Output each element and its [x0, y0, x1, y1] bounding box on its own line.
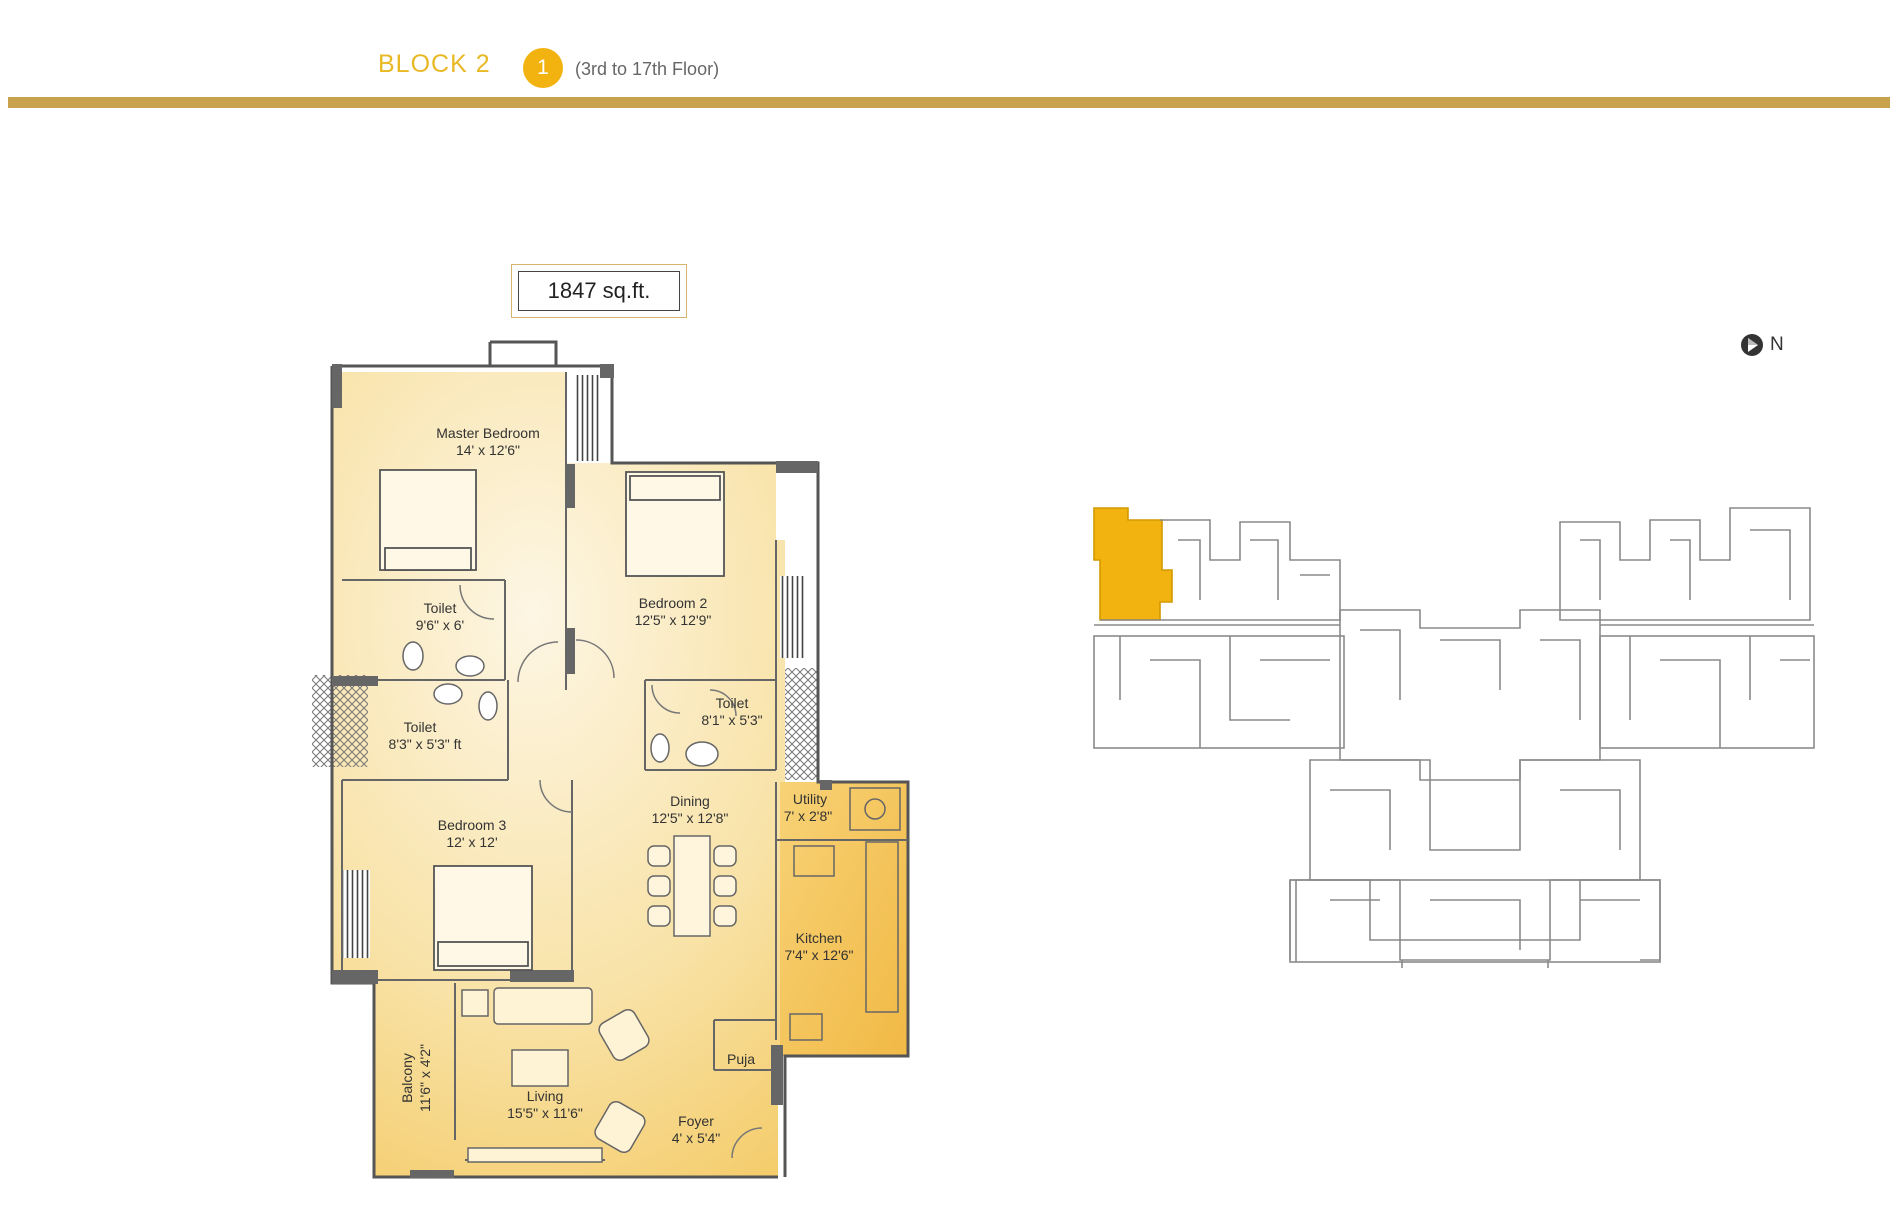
dining-table [647, 835, 737, 937]
foyer-size: 4' x 5'4" [672, 1130, 720, 1146]
foyer-name: Foyer [678, 1113, 714, 1129]
header: BLOCK 2 1 (3rd to 17th Floor) [0, 0, 1898, 110]
toilet-left-name: Toilet [404, 719, 437, 735]
living-furniture [461, 987, 650, 1163]
bedroom3-size: 12' x 12' [446, 834, 497, 850]
toilet-master-name: Toilet [424, 600, 457, 616]
key-plan [1093, 507, 1815, 968]
balcony-name: Balcony [399, 1053, 415, 1103]
utility-name: Utility [793, 791, 827, 807]
window-bedroom3 [342, 870, 370, 958]
apartment-floor [332, 372, 908, 1177]
door-swings [459, 584, 763, 1159]
bed-master [379, 469, 477, 571]
toilet-fixtures [402, 641, 719, 767]
master-bedroom-name: Master Bedroom [436, 425, 539, 441]
bed-2 [625, 471, 725, 577]
toilet-master-size: 9'6" x 6' [416, 617, 464, 633]
toilet-right-name: Toilet [716, 695, 749, 711]
north-compass-icon [1741, 334, 1763, 356]
bedroom2-size: 12'5" x 12'9" [635, 612, 712, 628]
interior-walls [341, 372, 908, 1161]
bedroom3-name: Bedroom 3 [438, 817, 507, 833]
toilet-left-size: 8'3" x 5'3" ft [389, 736, 462, 752]
kitchen-counter [789, 787, 901, 1041]
room-labels: Master Bedroom 14' x 12'6" Bedroom 2 12'… [389, 425, 854, 1146]
shaft-right [785, 668, 817, 780]
puja-name: Puja [727, 1051, 755, 1067]
bedroom2-name: Bedroom 2 [639, 595, 708, 611]
living-name: Living [527, 1088, 564, 1104]
area-value: 1847 sq.ft. [518, 271, 680, 311]
unit-number-badge: 1 [523, 48, 563, 88]
kitchen-size: 7'4" x 12'6" [785, 947, 854, 963]
window-bedroom2 [780, 576, 806, 658]
shaft-left [312, 675, 368, 767]
highlighted-unit [1093, 507, 1173, 621]
north-indicator: N [1740, 333, 1784, 357]
master-bedroom-size: 14' x 12'6" [456, 442, 520, 458]
living-size: 15'5" x 11'6" [507, 1105, 583, 1121]
north-label: N [1770, 334, 1784, 355]
block-title: BLOCK 2 [378, 50, 491, 78]
floor-range: (3rd to 17th Floor) [575, 59, 720, 79]
window-master [574, 375, 600, 461]
dining-name: Dining [670, 793, 710, 809]
bed-3 [433, 865, 533, 971]
kitchen-name: Kitchen [796, 930, 843, 946]
header-divider [8, 97, 1890, 108]
balcony-size: 11'6" x 4'2" [417, 1044, 433, 1112]
dining-size: 12'5" x 12'8" [652, 810, 729, 826]
toilet-right-size: 8'1" x 5'3" [701, 712, 762, 728]
area-label-box: 1847 sq.ft. [511, 264, 687, 318]
utility-size: 7' x 2'8" [784, 808, 832, 824]
